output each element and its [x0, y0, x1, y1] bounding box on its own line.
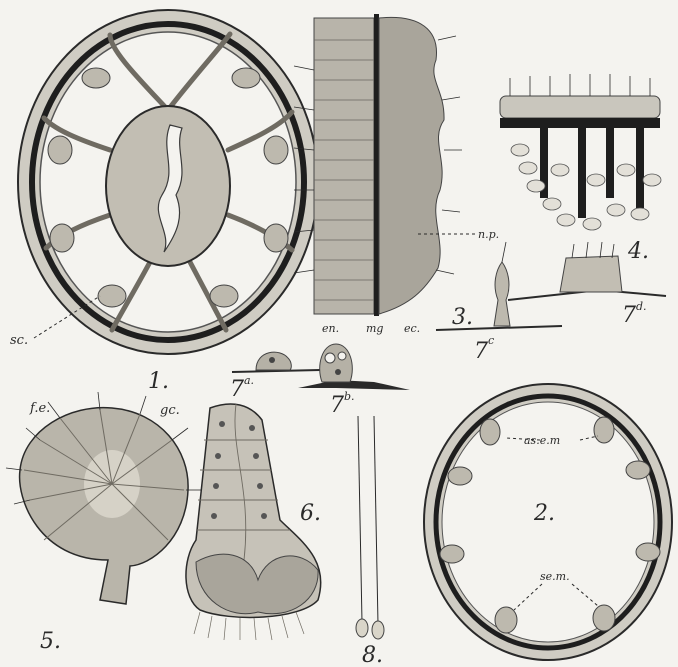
fig3-label-en: en.: [322, 322, 339, 335]
fig3-label-ec: ec.: [404, 322, 420, 335]
fig3-label-np: n.p.: [478, 228, 499, 241]
fig7a-number: 7: [230, 377, 244, 402]
fig7c-cell: [494, 262, 510, 326]
fig3-ectoderm: [379, 17, 444, 314]
fig7d-cells: [560, 256, 622, 292]
fig7c-sup: c: [488, 334, 494, 347]
fig7c-number: 7: [474, 339, 488, 364]
fig1-number: 1.: [148, 369, 169, 394]
figure-6: 6.: [186, 404, 321, 640]
fig7b-nucleus: [335, 369, 341, 375]
figure-8: 8.: [356, 416, 384, 667]
fig5-label-fe: f.e.: [29, 401, 50, 416]
figure-7c: 7 c: [436, 242, 562, 364]
fig7c-cilium: [502, 242, 506, 262]
fig8-number: 8.: [362, 643, 383, 667]
fig7b-vacuole-b: [338, 352, 346, 360]
fig7d-cilia: [572, 242, 614, 258]
figure-4: 4.: [500, 74, 661, 264]
fig7b-cell: [320, 344, 353, 382]
figure-2: as.e.m se.m. 2.: [424, 384, 672, 660]
fig7d-sup: d.: [636, 300, 647, 313]
fig7a-nucleus: [269, 357, 275, 363]
fig1-label-sc: sc.: [10, 333, 28, 348]
fig7b-sup: b.: [344, 390, 355, 403]
fig5-number: 5.: [40, 629, 61, 654]
fig7b-base: [298, 380, 410, 390]
fig3-label-mg: mg: [366, 322, 383, 335]
fig4-cilia: [510, 74, 650, 96]
fig8-filament-left: [358, 416, 362, 622]
fig4-number: 4.: [627, 239, 649, 264]
fig3-number: 3.: [452, 305, 473, 330]
fig4-surface-cells: [500, 96, 660, 118]
fig3-mesogloea: [374, 14, 379, 316]
fig2-label-sem: se.m.: [540, 570, 570, 583]
fig7d-number: 7: [622, 303, 636, 328]
figure-3: n.p. en. mg ec. 3.: [294, 14, 499, 335]
fig6-number: 6.: [300, 501, 321, 526]
figure-1: sc. 1.: [10, 10, 318, 394]
figure-7b: 7 b.: [298, 344, 410, 418]
fig5-label-gc: gc.: [160, 403, 180, 418]
figure-7a: 7 a.: [230, 352, 320, 402]
fig2-label-asem: as.e.m: [524, 434, 560, 447]
fig7b-number: 7: [330, 393, 344, 418]
fig7a-sup: a.: [244, 374, 254, 387]
fig2-number: 2.: [533, 501, 555, 526]
fig8-bulb-left: [356, 619, 368, 637]
fig8-filament-right: [374, 416, 378, 624]
fig7b-vacuole-a: [325, 353, 335, 363]
fig3-endoderm: [314, 18, 374, 314]
fig8-bulb-right: [372, 621, 384, 639]
figure-5: f.e. gc. 5.: [6, 392, 202, 654]
fig4-dark-band: [500, 118, 660, 128]
